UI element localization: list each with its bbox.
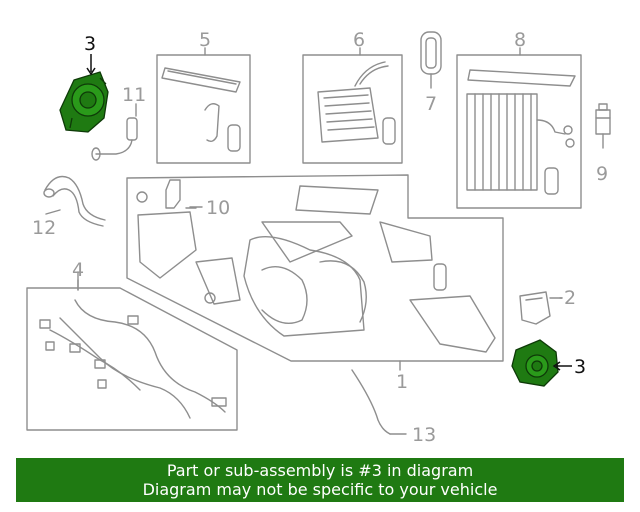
banner-line-2: Diagram may not be specific to your vehi… [142, 480, 498, 499]
callout-3-upper: 3 [84, 33, 96, 55]
part-2-actuator [519, 291, 563, 325]
part-7-seal [420, 31, 442, 89]
callout-7: 7 [425, 93, 437, 115]
callout-3-lower: 3 [574, 356, 586, 378]
callout-11: 11 [122, 84, 146, 106]
part-13-tube [351, 369, 407, 435]
part-5-panel [156, 54, 251, 164]
callout-9: 9 [596, 163, 608, 185]
part-1-hvac-housing [126, 174, 504, 362]
part-3-highlight-lower [511, 339, 559, 387]
callout-1: 1 [396, 371, 408, 393]
part-3-highlight-upper [59, 71, 109, 133]
callout-5: 5 [199, 29, 211, 51]
part-4-wire-harness [26, 279, 238, 431]
part-11-hose [91, 103, 138, 161]
part-6-panel [302, 54, 403, 164]
part-8-panel [456, 54, 582, 209]
part-12-drain-hose [43, 175, 106, 227]
callout-4: 4 [72, 259, 84, 281]
part-9-sensor [595, 103, 611, 149]
callout-12: 12 [32, 217, 56, 239]
callout-10: 10 [206, 197, 230, 219]
callout-13: 13 [412, 424, 436, 446]
info-banner: Part or sub-assembly is #3 in diagram Di… [16, 458, 624, 502]
callout-8: 8 [514, 29, 526, 51]
callout-2: 2 [564, 287, 576, 309]
callout-6: 6 [353, 29, 365, 51]
leader-lines [77, 47, 563, 371]
banner-line-1: Part or sub-assembly is #3 in diagram [166, 461, 474, 480]
parts-diagram: 3 3 5 6 7 8 9 11 12 10 4 2 1 13 [26, 29, 611, 446]
